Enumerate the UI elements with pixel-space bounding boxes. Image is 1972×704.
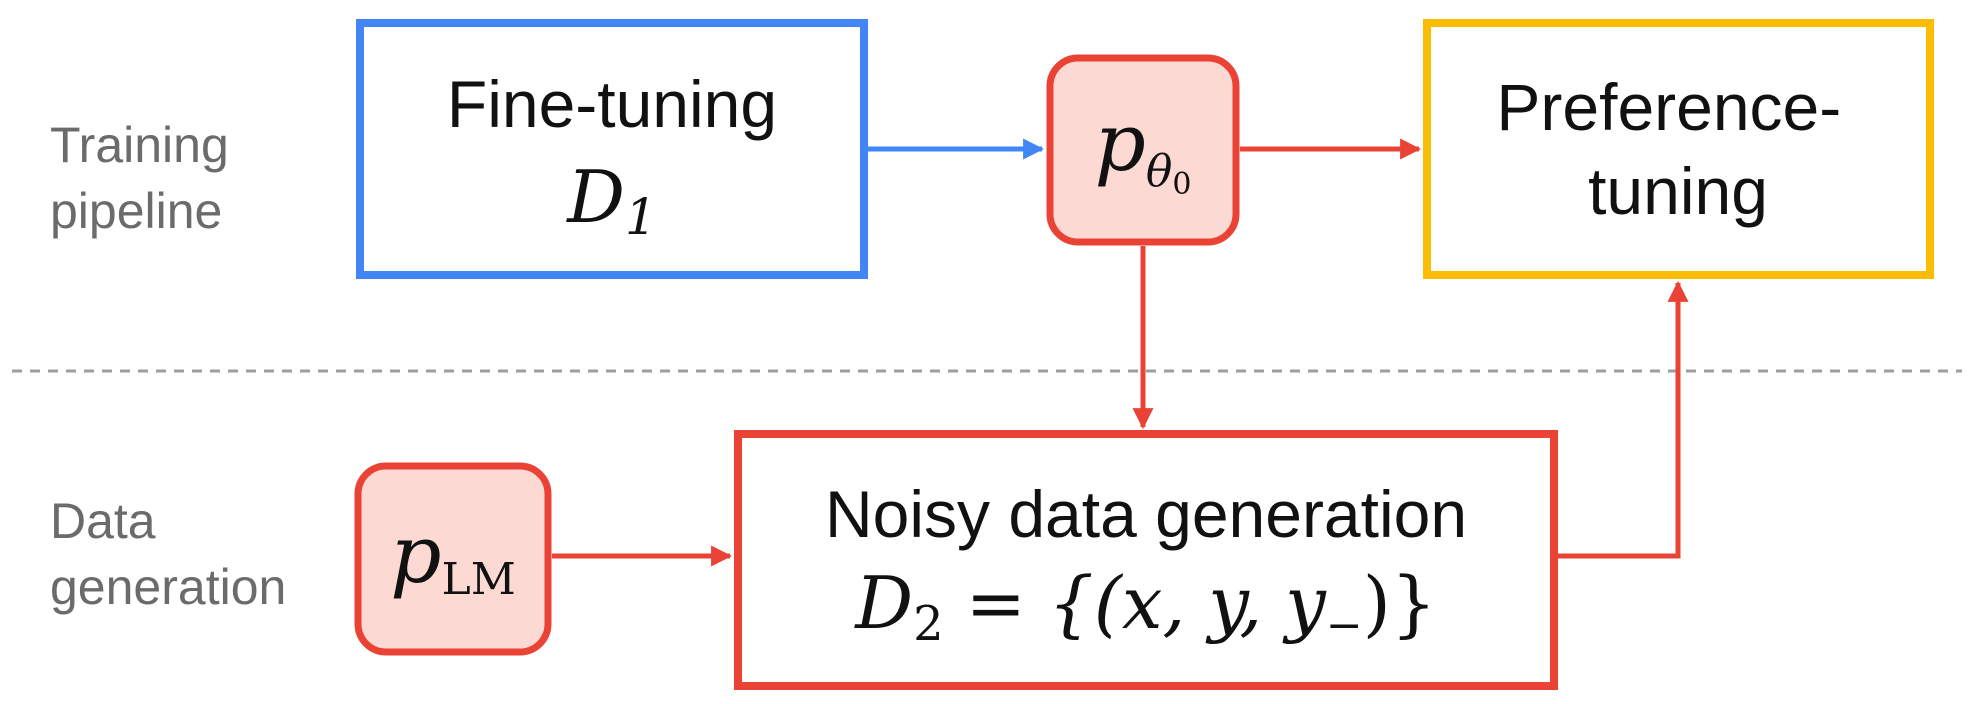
noisy-dataset-letter: D: [853, 561, 913, 645]
preference-line2: tuning: [1588, 154, 1768, 228]
noisy-dataset-sub: 2: [913, 596, 944, 652]
finetuning-dataset-sub: 1: [625, 188, 657, 246]
p-theta0-node: pθ0: [1046, 54, 1240, 246]
p-theta0-label: pθ0: [1095, 96, 1192, 202]
p-theta0-subsub: 0: [1172, 167, 1191, 202]
p-theta0-sub: θ: [1146, 146, 1173, 197]
row-label-data-line2: generation: [50, 559, 286, 615]
preference-line1: Preference-: [1496, 70, 1841, 144]
noisy-set-close: )}: [1363, 561, 1437, 645]
row-label-training-line2: pipeline: [50, 183, 222, 239]
p-lm-node: pLM: [354, 462, 552, 656]
noisy-title: Noisy data generation: [825, 477, 1467, 551]
p-lm-sub: LM: [441, 554, 515, 605]
preference-tuning-box: Preference- tuning: [1423, 19, 1934, 279]
noisy-data-generation-box: Noisy data generation D2 = {(x, y, y−)}: [734, 430, 1558, 690]
row-label-data-line1: Data: [50, 493, 156, 549]
noisy-equals: =: [966, 561, 1026, 645]
arrow-noisy-to-preference: [1558, 280, 1689, 559]
finetuning-dataset-math: D1: [565, 155, 657, 246]
noisy-set-open: {(x, y, y: [1048, 561, 1327, 645]
p-lm-base: p: [390, 508, 441, 601]
preference-tuning-label: Preference- tuning: [1496, 70, 1859, 228]
finetuning-title: Fine-tuning: [447, 67, 777, 141]
noisy-minus-sub: −: [1326, 600, 1363, 651]
finetuning-box: Fine-tuning D1: [356, 19, 868, 279]
noisy-dataset-equation: D2 = {(x, y, y−)}: [853, 561, 1436, 652]
p-lm-label: pLM: [390, 508, 516, 605]
row-label-training-line1: Training: [50, 117, 229, 173]
row-label-data-generation: Data generation: [50, 493, 286, 615]
finetuning-dataset-letter: D: [565, 155, 625, 239]
p-theta0-base: p: [1095, 96, 1146, 189]
row-label-training-pipeline: Training pipeline: [50, 117, 243, 239]
